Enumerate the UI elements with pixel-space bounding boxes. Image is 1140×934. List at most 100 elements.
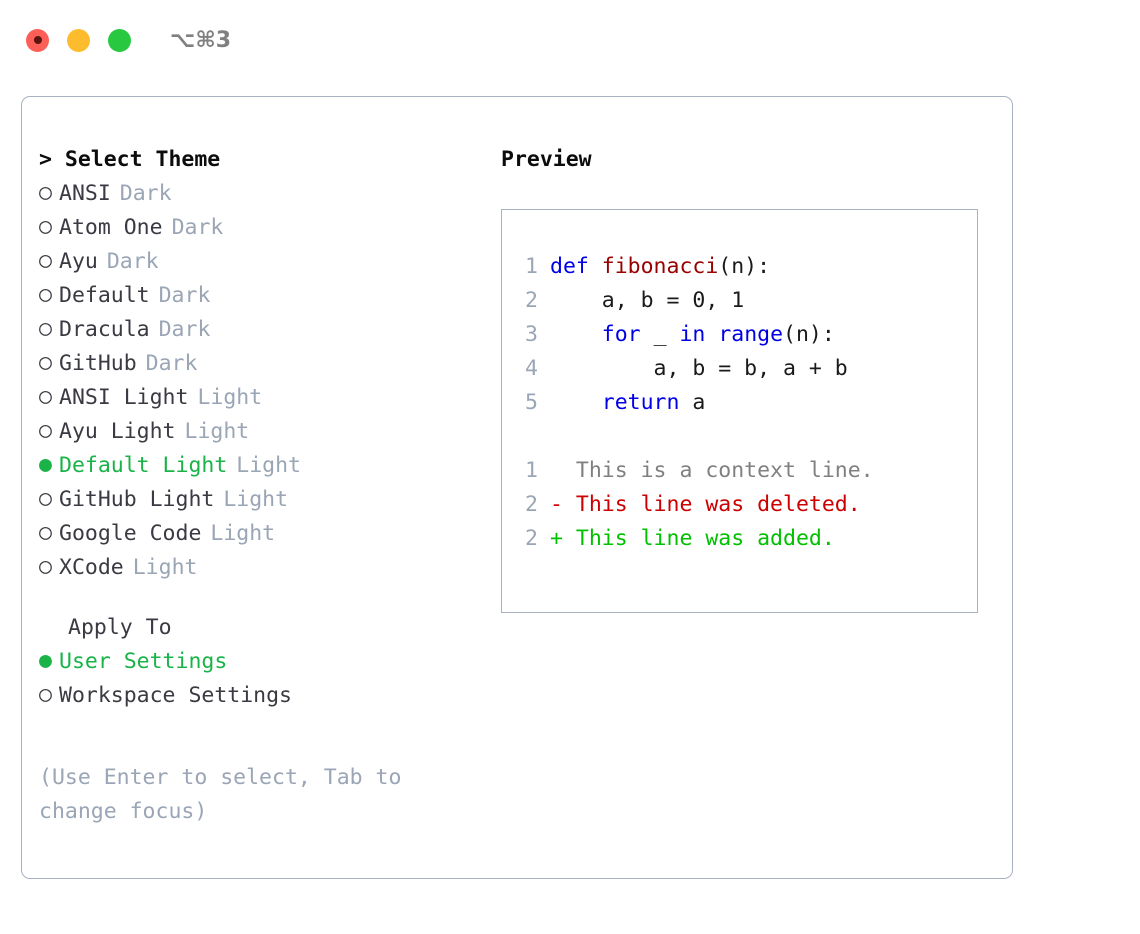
theme-item-dracula[interactable]: ○ Dracula Dark [39,313,489,347]
theme-item-label: ANSI Light [59,385,189,410]
diff-line: 1 This is a context line. [516,454,971,488]
theme-item-variant-tag: Light [236,453,302,478]
theme-item-github[interactable]: ○ GitHub Dark [39,347,489,381]
code-token [550,322,602,347]
theme-item-variant-tag: Light [210,521,276,546]
theme-item-variant-tag: Light [197,385,263,410]
apply-to-header: Apply To [68,615,172,640]
theme-item-default[interactable]: ○ Default Dark [39,279,489,313]
code-line-number: 2 [525,288,538,313]
theme-item-variant-tag: Dark [145,351,198,376]
theme-item-variant-tag: Dark [171,215,224,240]
theme-item-xcode[interactable]: ○ XCode Light [39,551,489,585]
diff-line: 2 - This line was deleted. [516,488,971,522]
code-token: fibonacci [601,254,719,279]
radio-unselected-icon: ○ [39,180,52,205]
theme-item-variant-tag: Light [184,419,250,444]
maximize-button[interactable] [108,28,131,52]
theme-item-ansi-light[interactable]: ○ ANSI Light Light [39,381,489,415]
code-line: 2 a, b = 0, 1 [516,284,971,318]
theme-item-label: GitHub Light [59,487,215,512]
apply-to-item-workspace-settings[interactable]: ○ Workspace Settings [39,679,489,713]
theme-item-default-light[interactable]: ● Default Light Light [39,449,489,483]
theme-item-label: GitHub [59,351,137,376]
theme-item-label: Default Light [59,453,228,478]
radio-unselected-icon: ○ [39,316,52,341]
code-line: 5 return a [516,386,971,420]
theme-item-label: XCode [59,555,124,580]
theme-item-label: Default [59,283,150,308]
theme-item-variant-tag: Dark [158,283,211,308]
radio-unselected-icon: ○ [39,554,52,579]
radio-unselected-icon: ○ [39,682,52,707]
code-line-text: for _ in range(n): [550,318,835,352]
list-spacer [39,585,489,611]
radio-selected-icon: ● [39,452,52,477]
diff-line-text: + This line was added. [550,526,835,551]
code-line-text: a, b = b, a + b [550,352,848,386]
code-token: for [601,322,641,347]
apply-to-item-user-settings[interactable]: ● User Settings [39,645,489,679]
radio-selected-icon: ● [39,648,52,673]
preview-title: Preview [501,147,592,172]
apply-to-item-label: User Settings [59,649,228,674]
diff-line-number: 2 [525,492,538,517]
code-line-number: 1 [525,254,538,279]
radio-unselected-icon: ○ [39,282,52,307]
code-token: def [550,254,602,279]
radio-unselected-icon: ○ [39,520,52,545]
code-token: a, b = 0, 1 [550,288,745,313]
code-line-text: def fibonacci(n): [550,250,770,284]
minimize-button[interactable] [67,28,90,52]
radio-unselected-icon: ○ [39,418,52,443]
keyboard-shortcut-label: ⌥⌘3 [170,27,232,53]
code-token: in [679,322,706,347]
diff-line-text: - This line was deleted. [550,492,861,517]
apply-to-item-label: Workspace Settings [59,683,292,708]
diff-line-number: 2 [525,526,538,551]
theme-item-variant-tag: Dark [158,317,211,342]
theme-item-label: Google Code [59,521,202,546]
diff-line: 2 + This line was added. [516,522,971,556]
code-token: _ [640,322,680,347]
code-token: a, b = b, a + b [550,356,848,381]
code-token: a [679,390,706,415]
radio-unselected-icon: ○ [39,248,52,273]
theme-item-google-code[interactable]: ○ Google Code Light [39,517,489,551]
code-line-text: return a [550,386,706,420]
code-token: return [601,390,680,415]
code-line: 4 a, b = b, a + b [516,352,971,386]
radio-unselected-icon: ○ [39,384,52,409]
theme-item-variant-tag: Dark [119,181,172,206]
code-line: 3 for _ in range(n): [516,318,971,352]
keyboard-hint-text: (Use Enter to select, Tab to change focu… [39,765,402,824]
code-token: (n): [718,254,771,279]
code-line-text: a, b = 0, 1 [550,284,744,318]
close-button[interactable] [26,28,49,52]
code-line-number: 5 [525,390,538,415]
code-line-number: 3 [525,322,538,347]
radio-unselected-icon: ○ [39,350,52,375]
theme-item-ansi[interactable]: ○ ANSI Dark [39,177,489,211]
theme-item-variant-tag: Light [132,555,198,580]
window-controls [26,28,131,52]
code-line-number: 4 [525,356,538,381]
theme-item-variant-tag: Dark [106,249,159,274]
theme-item-label: ANSI [59,181,111,206]
code-gap [516,420,971,454]
apply-to-list[interactable]: ● User Settings ○ Workspace Settings [39,645,489,713]
code-token [705,322,718,347]
code-token [550,390,602,415]
code-token: range [718,322,784,347]
theme-item-label: Dracula [59,317,150,342]
